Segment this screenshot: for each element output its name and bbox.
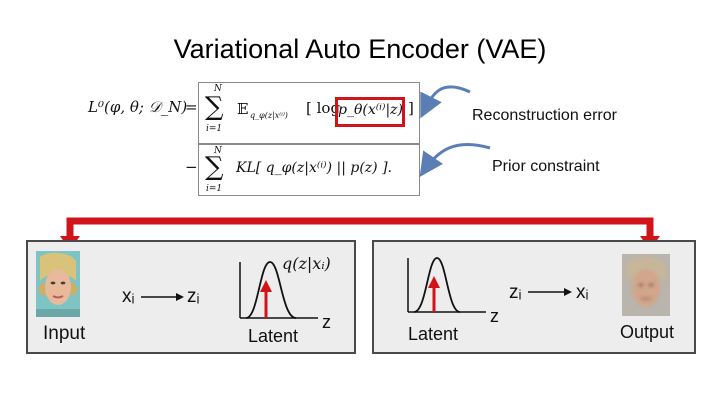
likelihood-term: p_θ(x⁽ⁱ⁾|z) (338, 102, 403, 118)
equation-lhs: L⁰(φ, θ; 𝒟_N) (88, 98, 188, 116)
sum-top-1: N (214, 84, 222, 94)
decoder-gaussian-curve (413, 257, 461, 313)
decoder-z-label: zᵢ (509, 282, 522, 303)
diagram-title: Variational Auto Encoder (VAE) (173, 34, 547, 64)
expectation-symbol: 𝔼 (237, 100, 249, 118)
encoder-z-label: zᵢ (187, 286, 200, 307)
sum-symbol-2: ∑ (205, 152, 224, 182)
reconstruction-error-label: Reconstruction error (472, 107, 617, 124)
red-bracket-connector (66, 217, 654, 240)
equation-minus: − (185, 158, 198, 176)
prior-constraint-label: Prior constraint (492, 158, 600, 175)
sum-bottom-1: i=1 (206, 124, 223, 134)
encoder-axis-label: z (322, 312, 331, 332)
encoder-gaussian-curve (245, 261, 297, 319)
reconstruction-arrow (420, 85, 471, 119)
decoder-sample-arrow (428, 276, 440, 288)
encoder-latent-label: Latent (248, 326, 299, 346)
encoder-x-label: xᵢ (122, 286, 135, 307)
equation-equals: = (185, 98, 198, 116)
decoder-latent-label: Latent (408, 324, 459, 344)
likelihood-highlight-box (335, 97, 405, 127)
output-label: Output (620, 322, 675, 342)
reconstruction-term-box (198, 82, 420, 144)
sum-symbol-1: ∑ (205, 92, 224, 122)
output-face-image (622, 254, 670, 316)
input-face-image (36, 251, 80, 317)
decoder-x-label: xᵢ (576, 282, 589, 303)
expectation-subscript: q_φ(z|x⁽ⁱ⁾) (250, 111, 288, 120)
kl-term: KL[ q_φ(z|x⁽ⁱ⁾) || p(z) ]. (236, 160, 392, 176)
encoder-panel (26, 240, 356, 354)
close-bracket-1: ] (408, 99, 414, 117)
sum-top-2: N (214, 146, 222, 156)
input-label: Input (43, 323, 86, 344)
decoder-axis-label: z (490, 306, 499, 326)
prior-arrow (419, 143, 491, 177)
log-bracket: [ log (306, 99, 341, 117)
posterior-label: q(z|xᵢ) (282, 254, 331, 273)
encoder-sample-arrow (260, 280, 272, 292)
sum-bottom-2: i=1 (206, 184, 223, 194)
prior-term-box (198, 144, 420, 196)
